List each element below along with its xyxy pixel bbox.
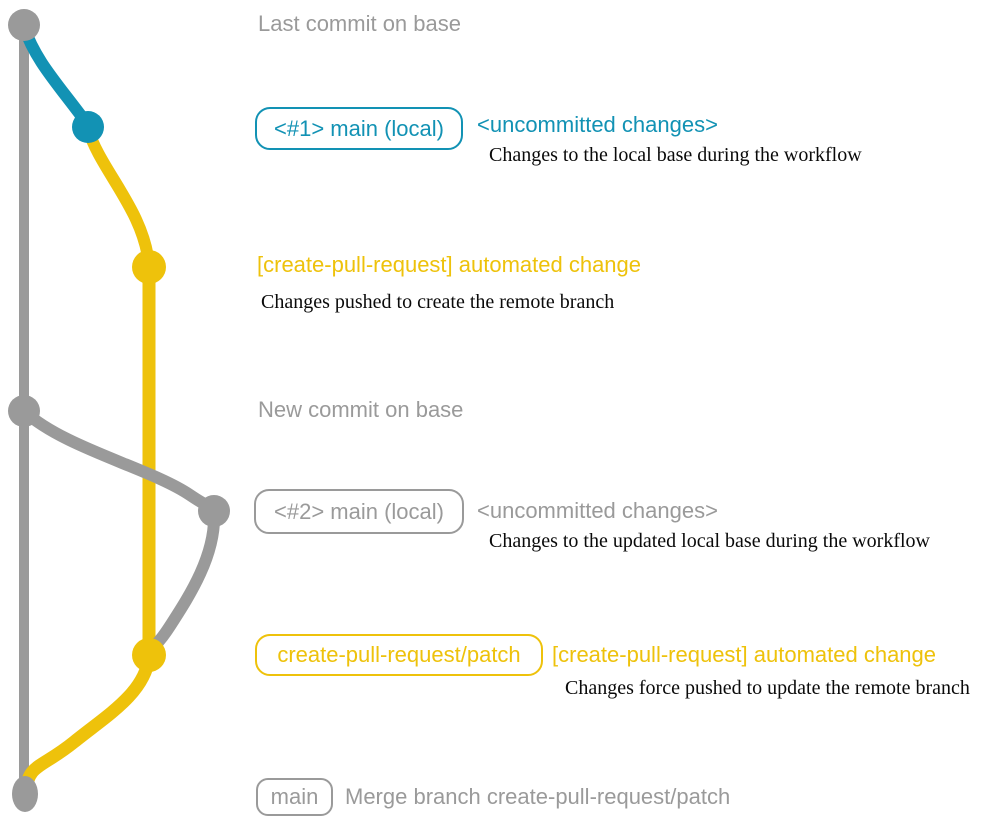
branch-badge-main-local-2: <#2> main (local) <box>254 489 464 534</box>
commit-node-last-base <box>8 9 40 41</box>
description-force-push-update-branch: Changes force pushed to update the remot… <box>565 677 970 699</box>
branch-badge-main-local-1-label: <#1> main (local) <box>274 115 444 141</box>
description-local-changes-1: Changes to the local base during the wor… <box>489 144 862 166</box>
commit-node-automated-1 <box>132 250 166 284</box>
label-merge-branch: Merge branch create-pull-request/patch <box>345 784 731 809</box>
description-local-changes-2: Changes to the updated local base during… <box>489 530 930 552</box>
branch-badge-create-pull-request-patch: create-pull-request/patch <box>255 634 543 676</box>
commit-node-local-2 <box>198 495 230 527</box>
branch-badge-main-local-1: <#1> main (local) <box>255 107 463 150</box>
label-new-commit-on-base: New commit on base <box>258 397 464 422</box>
edge-base-to-local1 <box>18 21 94 131</box>
edge-automated2-to-merge <box>19 651 156 798</box>
label-last-commit-on-base: Last commit on base <box>258 11 461 36</box>
status-uncommitted-changes-1: <uncommitted changes> <box>477 112 718 137</box>
description-push-create-branch: Changes pushed to create the remote bran… <box>261 291 615 313</box>
edge-local2-to-automated2 <box>143 507 221 660</box>
label-automated-change-1: [create-pull-request] automated change <box>257 252 642 277</box>
commit-node-merge <box>12 776 38 812</box>
commit-node-local-1 <box>72 111 104 143</box>
label-automated-change-2: [create-pull-request] automated change <box>552 642 937 667</box>
commit-node-new-base <box>8 395 40 427</box>
edge-newbase-to-local2 <box>18 405 224 517</box>
commit-node-automated-2 <box>132 638 166 672</box>
branch-badge-main-local-2-label: <#2> main (local) <box>274 498 444 524</box>
edge-local1-to-automated1 <box>82 123 155 271</box>
branch-badge-main-label: main <box>270 784 319 809</box>
status-uncommitted-changes-2: <uncommitted changes> <box>477 498 718 523</box>
branch-badge-create-pull-request-patch-label: create-pull-request/patch <box>277 642 521 667</box>
branch-badge-main: main <box>256 778 333 816</box>
